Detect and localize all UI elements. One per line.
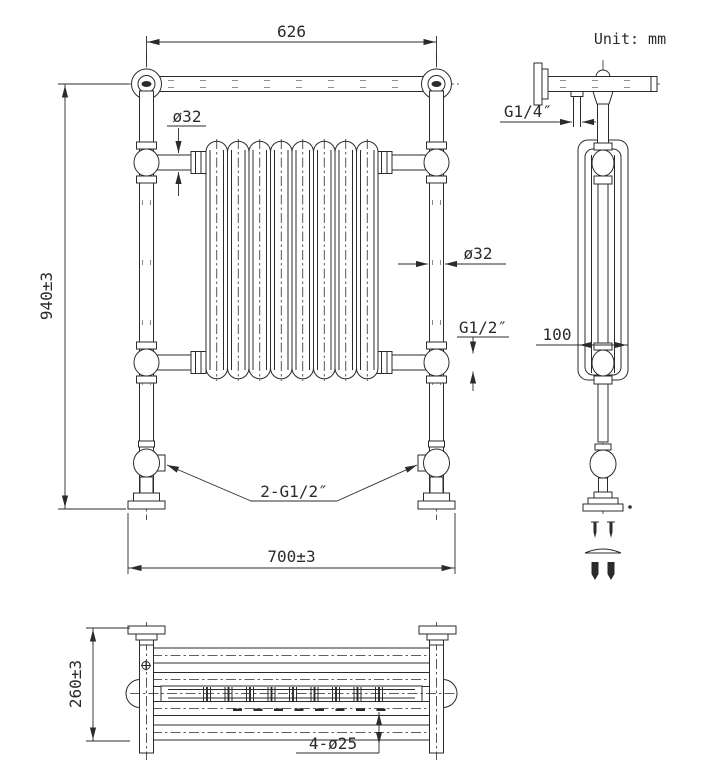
side-tee-fittings — [591, 142, 615, 385]
svg-text:4-ø25: 4-ø25 — [309, 734, 357, 753]
foot-left — [127, 492, 166, 510]
screw — [591, 521, 599, 538]
plan-wall-flange-right — [418, 625, 457, 646]
plan-left-end-arc — [125, 679, 141, 708]
union-nut — [190, 151, 207, 174]
union-nut — [376, 351, 393, 374]
svg-text:626: 626 — [277, 22, 306, 41]
radiator-connectors — [153, 151, 431, 374]
svg-text:700±3: 700±3 — [267, 547, 315, 566]
svg-text:2-G1/2″: 2-G1/2″ — [260, 482, 327, 501]
ball-valve-left — [133, 440, 166, 494]
svg-text:940±3: 940±3 — [37, 272, 56, 320]
svg-text:ø32: ø32 — [173, 107, 202, 126]
screw — [607, 521, 615, 538]
dim-inlet-threads: 2-G1/2″ — [166, 464, 418, 502]
air-vent-fitting — [570, 91, 584, 127]
foot-right — [417, 492, 456, 510]
union-nut — [376, 151, 393, 174]
plan-right-end-arc — [442, 679, 458, 708]
tee-fittings — [133, 141, 450, 384]
unit-note: Unit: mm — [594, 30, 666, 48]
svg-text:G1/2″: G1/2″ — [459, 318, 507, 337]
dim-top-rail-width: 626 — [146, 22, 437, 66]
cover-washer — [584, 548, 622, 554]
dim-vent-thread: G1/4″ — [500, 102, 596, 126]
front-view — [124, 52, 459, 520]
side-top-bar — [547, 69, 658, 92]
dimension-annotations: 626 940±3 ø32 ø32 G1/ — [37, 22, 666, 754]
column-shadow-dashes — [233, 708, 386, 711]
wall-plug — [607, 562, 615, 580]
svg-text:G1/4″: G1/4″ — [504, 102, 552, 121]
radiator-columns — [205, 139, 379, 381]
plan-radiator-band — [160, 685, 423, 711]
side-foot — [582, 491, 632, 512]
union-nut — [190, 351, 207, 374]
side-ball-valve — [589, 443, 617, 494]
dim-radiator-depth: 100 — [536, 325, 628, 349]
mounting-hardware — [584, 521, 622, 580]
ball-valve-right — [417, 440, 450, 494]
wall-plug — [591, 562, 599, 580]
dim-valve-thread: G1/2″ — [457, 318, 509, 391]
plan-legs — [130, 622, 455, 760]
plan-wall-flange-left — [127, 625, 166, 646]
side-view — [533, 60, 660, 580]
post-flare — [592, 91, 614, 105]
dim-overall-width: 700±3 — [127, 513, 456, 574]
top-towel-bar — [145, 76, 438, 92]
screw-hole — [141, 660, 151, 671]
side-wall-flange — [533, 62, 549, 106]
dim-pipe-dia-upper: ø32 — [167, 107, 206, 196]
dim-plan-depth: 260±3 — [66, 627, 130, 742]
svg-text:ø32: ø32 — [464, 244, 493, 263]
svg-text:100: 100 — [543, 325, 572, 344]
plan-view — [125, 622, 458, 760]
dim-rail-diameter: 4-ø25 — [296, 712, 383, 754]
svg-text:260±3: 260±3 — [66, 660, 85, 708]
dim-pipe-dia-side: ø32 — [398, 244, 506, 268]
dim-overall-height: 940±3 — [37, 83, 129, 510]
